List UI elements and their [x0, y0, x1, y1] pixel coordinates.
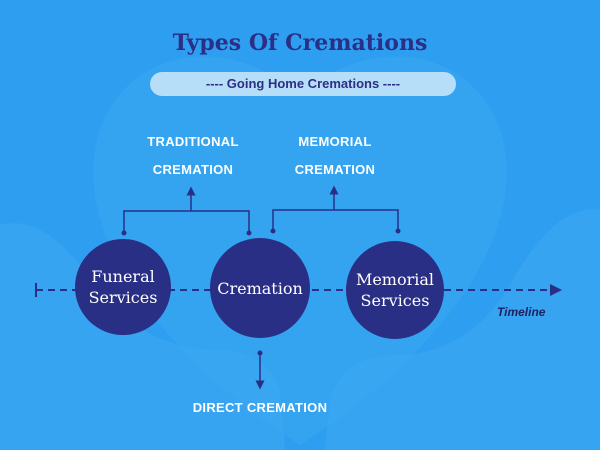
label-traditional-cremation: TRADITIONAL CREMATION [122, 128, 264, 184]
node-cremation: Cremation [210, 238, 310, 338]
label-memorial-line2: CREMATION [294, 162, 376, 177]
label-traditional-line1: TRADITIONAL [147, 134, 239, 149]
label-traditional-line2: CREMATION [152, 162, 234, 177]
label-memorial-cremation: MEMORIAL CREMATION [270, 128, 400, 184]
background-heart-shape [93, 56, 507, 446]
background-hand-left [0, 223, 285, 450]
node-funeral-line2: Services [88, 288, 158, 307]
background-hand-right [325, 209, 600, 450]
memorial-bracket [272, 209, 399, 231]
node-memorial-line1: Memorial [355, 270, 435, 289]
page-title: Types Of Cremations [172, 30, 428, 56]
label-memorial-line1: MEMORIAL [298, 134, 372, 149]
node-memorial-line2: Services [360, 291, 430, 310]
node-cremation-label: Cremation [217, 278, 303, 298]
node-memorial-services: Memorial Services [346, 241, 444, 339]
node-funeral-line1: Funeral [91, 267, 155, 286]
subtitle-pill: ---- Going Home Cremations ---- [150, 72, 456, 96]
label-direct-cremation: DIRECT CREMATION [192, 400, 328, 415]
node-funeral-services: Funeral Services [75, 239, 171, 335]
timeline-label: Timeline [497, 305, 546, 319]
traditional-bracket [123, 210, 250, 233]
